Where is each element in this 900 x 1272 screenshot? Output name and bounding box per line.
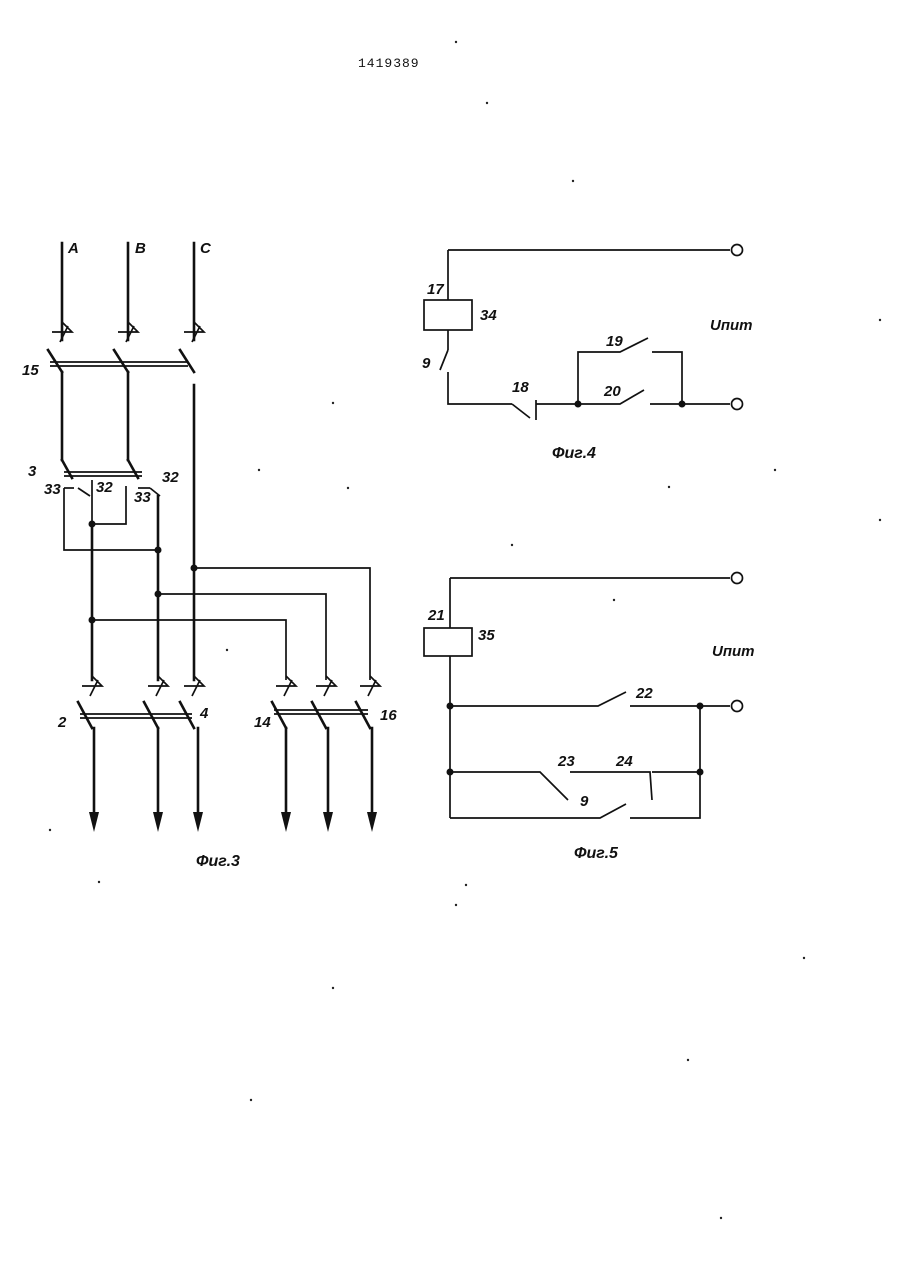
branch-c bbox=[194, 568, 370, 680]
label-16: 16 bbox=[380, 707, 397, 724]
contacts-23-24 bbox=[450, 772, 700, 800]
fig4-supply-label: Uпит bbox=[710, 317, 753, 334]
branch-b bbox=[158, 594, 326, 680]
fig5-terminal-bottom bbox=[732, 701, 743, 712]
label-32-right: 32 bbox=[162, 469, 179, 486]
breaker-15 bbox=[48, 350, 194, 680]
label-15: 15 bbox=[22, 362, 39, 379]
terminal-symbols-bottom bbox=[82, 676, 380, 696]
phase-a-label: A bbox=[67, 240, 79, 257]
fig4-terminal-bottom bbox=[732, 399, 743, 410]
fig5-label-9: 9 bbox=[580, 793, 589, 810]
branch-a bbox=[92, 620, 286, 680]
fig5-label-23: 23 bbox=[557, 753, 575, 770]
figure-3-diagram: A B C 15 bbox=[22, 240, 397, 870]
breaker-14-16 bbox=[272, 702, 377, 832]
fig4-label-19: 19 bbox=[606, 333, 623, 350]
figure-3-caption: Фиг.3 bbox=[196, 853, 240, 870]
contact-19 bbox=[578, 338, 682, 404]
fig5-label-21: 21 bbox=[427, 607, 445, 624]
label-33-right: 33 bbox=[134, 489, 151, 506]
phase-b-label: B bbox=[135, 240, 146, 257]
contact-9-fig5 bbox=[450, 706, 700, 818]
figure-4-caption: Фиг.4 bbox=[552, 445, 596, 462]
contact-9 bbox=[440, 350, 512, 404]
junction-dot bbox=[89, 521, 96, 528]
contact-22 bbox=[450, 692, 730, 706]
label-33-left: 33 bbox=[44, 481, 61, 498]
junction-dot bbox=[155, 547, 162, 554]
scan-noise bbox=[49, 41, 881, 1219]
fig5-label-35: 35 bbox=[478, 627, 495, 644]
label-32-left: 32 bbox=[96, 479, 113, 496]
fig5-label-24: 24 bbox=[615, 753, 633, 770]
figure-5-diagram: 21 35 22 23 24 9 Uпит Фиг.5 bbox=[424, 573, 755, 863]
fig4-label-34: 34 bbox=[480, 307, 497, 324]
document-number: 1419389 bbox=[358, 56, 420, 71]
contact-18 bbox=[512, 400, 578, 420]
label-2: 2 bbox=[57, 714, 67, 731]
relay-coil-17 bbox=[424, 300, 472, 330]
label-3: 3 bbox=[28, 463, 37, 480]
figure-4-diagram: 17 34 9 18 19 20 Uпит Фиг.4 bbox=[422, 245, 753, 463]
fig4-label-17: 17 bbox=[427, 281, 444, 298]
fig5-label-22: 22 bbox=[635, 685, 653, 702]
fig4-label-9: 9 bbox=[422, 355, 431, 372]
fig5-supply-label: Uпит bbox=[712, 643, 755, 660]
breaker-2-4 bbox=[78, 702, 203, 832]
label-14: 14 bbox=[254, 714, 271, 731]
relay-coil-21 bbox=[424, 628, 472, 656]
fig4-terminal-top bbox=[732, 245, 743, 256]
figure-5-caption: Фиг.5 bbox=[574, 845, 619, 862]
label-4: 4 bbox=[199, 705, 209, 722]
fig4-label-18: 18 bbox=[512, 379, 529, 396]
fig5-terminal-top bbox=[732, 573, 743, 584]
phase-c-label: C bbox=[200, 240, 212, 257]
contact-20 bbox=[578, 390, 730, 404]
fig4-label-20: 20 bbox=[603, 383, 621, 400]
